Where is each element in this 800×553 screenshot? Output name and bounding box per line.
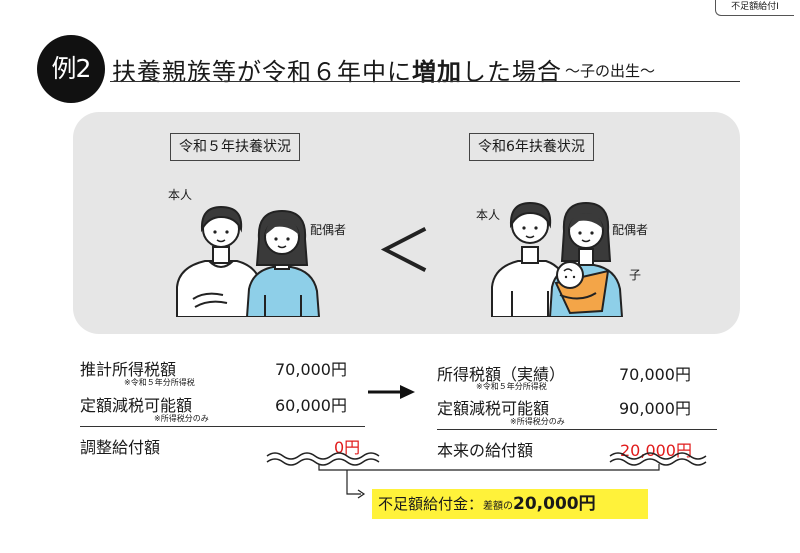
left-row1-note: ※令和５年分所得税 <box>124 378 195 387</box>
right-arrow-icon <box>368 385 415 399</box>
right-table-rule <box>437 429 717 430</box>
father-figure <box>491 201 567 317</box>
right-row2-value: 90,000円 <box>619 399 691 418</box>
wife-figure <box>245 209 321 317</box>
left-row1-value: 70,000円 <box>275 360 347 379</box>
husband-figure <box>176 205 262 317</box>
left-row2-note: ※所得税分のみ <box>154 414 209 423</box>
left-row2-label: 定額減税可能額 <box>80 396 193 415</box>
left-self-label: 本人 <box>168 188 193 202</box>
banner-small-text: 差額の <box>483 501 514 512</box>
right-child-label: 子 <box>629 268 642 282</box>
example-badge: 例2 <box>37 35 105 103</box>
left-total-value: 0円 <box>334 438 361 457</box>
banner-amount: 20,000円 <box>513 494 596 514</box>
right-row2-note: ※所得税分のみ <box>510 417 565 426</box>
right-row1-value: 70,000円 <box>619 365 691 384</box>
difference-connector <box>266 452 707 499</box>
family-with-baby-illustration <box>491 201 624 317</box>
page-subtitle: ～子の出生～ <box>565 62 656 80</box>
banner-label: 不足額給付金： <box>378 495 484 513</box>
left-table-rule <box>80 426 365 427</box>
left-row1-label: 推計所得税額 <box>80 360 177 379</box>
right-total-label: 本来の給付額 <box>437 441 534 460</box>
right-status-box: 令和6年扶養状況 <box>469 133 594 161</box>
left-spouse-label: 配偶者 <box>310 223 347 237</box>
left-row2-value: 60,000円 <box>275 396 347 415</box>
left-total-label: 調整給付額 <box>80 438 161 457</box>
couple-illustration <box>176 205 321 317</box>
less-than-symbol: ＜ <box>375 217 434 285</box>
baby-in-sling <box>554 261 610 315</box>
right-self-label: 本人 <box>476 208 501 222</box>
left-status-box: 令和５年扶養状況 <box>170 133 300 161</box>
corner-tag: 不足額給付Ⅰ <box>715 0 794 16</box>
title-underline <box>110 81 740 82</box>
right-row1-note: ※令和５年分所得税 <box>476 382 547 391</box>
right-spouse-label: 配偶者 <box>612 223 649 237</box>
right-row1-label: 所得税額（実績） <box>437 365 566 384</box>
right-row2-label: 定額減税可能額 <box>437 399 550 418</box>
shortfall-benefit-banner: 不足額給付金：差額の20,000円 <box>372 489 648 519</box>
